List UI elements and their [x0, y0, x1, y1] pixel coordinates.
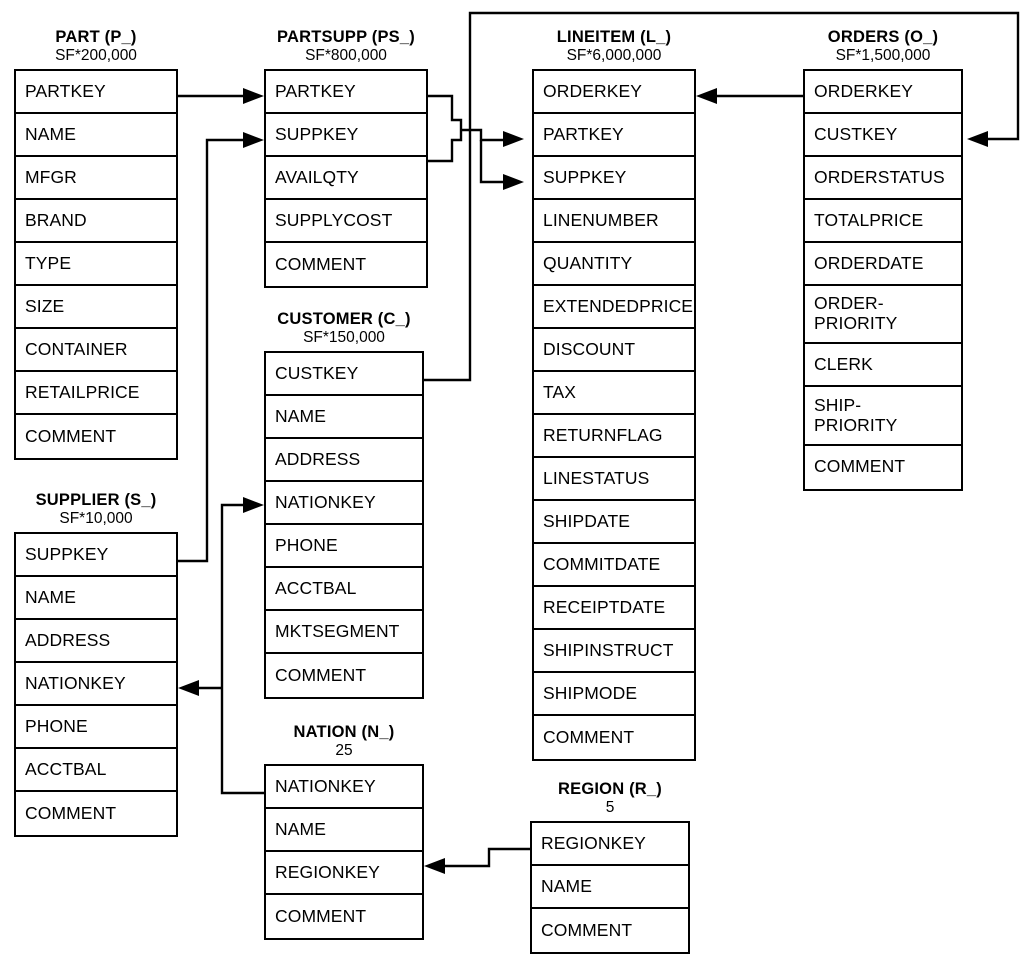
column-row: PARTKEY [266, 71, 426, 114]
column-row: CUSTKEY [266, 353, 422, 396]
column-row: ORDERSTATUS [805, 157, 961, 200]
link-supplier-partsupp [178, 132, 264, 563]
column-row: BRAND [16, 200, 176, 243]
column-row: SUPPKEY [266, 114, 426, 157]
table-title-orders: ORDERS (O_) [827, 28, 939, 46]
column-row: COMMENT [25, 802, 117, 823]
table-cardinality-orders: SF*1,500,000 [835, 47, 931, 65]
column-row: SUPPKEY [16, 534, 176, 577]
column-row: NAME [266, 809, 422, 852]
column-row: ORDERDATE [805, 243, 961, 286]
column-row: CUSTKEY [805, 114, 961, 157]
column-row: REGIONKEY [266, 852, 422, 895]
column-row: EXTENDEDPRICE [534, 286, 694, 329]
column-row: ORDERKEY [534, 71, 694, 114]
column-row: TYPE [16, 243, 176, 286]
table-cardinality-customer: SF*150,000 [303, 329, 385, 347]
link-part-partsupp [178, 88, 264, 104]
column-row: SUPPLYCOST [266, 200, 426, 243]
table-title-lineitem: LINEITEM (L_) [556, 28, 672, 46]
table-cardinality-region: 5 [605, 799, 615, 817]
table-title-region: REGION (R_) [558, 780, 662, 798]
column-row: ORDER- PRIORITY [805, 286, 961, 345]
column-row: PHONE [266, 525, 422, 568]
column-row: ACCTBAL [266, 568, 422, 611]
column-row: PARTKEY [534, 114, 694, 157]
table-cardinality-nation: 25 [335, 742, 353, 760]
column-row: COMMENT [275, 905, 367, 926]
column-row: SHIP- PRIORITY [805, 387, 961, 446]
column-row: COMMENT [275, 253, 367, 274]
column-row: COMMENT [814, 456, 906, 477]
column-row: COMMENT [543, 726, 635, 747]
column-row: TOTALPRICE [805, 200, 961, 243]
column-row: PARTKEY [16, 71, 176, 114]
column-row: SIZE [16, 286, 176, 329]
link-partsupp-lineitem [428, 94, 524, 190]
column-row: NATIONKEY [266, 766, 422, 809]
column-row: SHIPDATE [534, 501, 694, 544]
column-row: MFGR [16, 157, 176, 200]
column-row: SHIPINSTRUCT [534, 630, 694, 673]
column-row: NAME [532, 866, 688, 909]
table-cardinality-partsupp: SF*800,000 [305, 47, 387, 65]
column-row: ACCTBAL [16, 749, 176, 792]
column-row: RETAILPRICE [16, 372, 176, 415]
column-row: NATIONKEY [266, 482, 422, 525]
column-row: NAME [16, 114, 176, 157]
column-row: RECEIPTDATE [534, 587, 694, 630]
table-cardinality-supplier: SF*10,000 [59, 510, 133, 528]
column-row: CONTAINER [16, 329, 176, 372]
link-region-nation [424, 847, 530, 874]
column-row: COMMENT [25, 425, 117, 446]
column-row: LINESTATUS [534, 458, 694, 501]
table-title-nation: NATION (N_) [293, 723, 395, 741]
column-row: NATIONKEY [16, 663, 176, 706]
column-row: ORDERKEY [805, 71, 961, 114]
column-row: TAX [534, 372, 694, 415]
column-row: REGIONKEY [532, 823, 688, 866]
column-row: CLERK [805, 344, 961, 388]
column-row: QUANTITY [534, 243, 694, 286]
column-row: SHIPMODE [534, 673, 694, 716]
column-row: ADDRESS [16, 620, 176, 663]
link-orders-lineitem [696, 88, 803, 104]
table-title-customer: CUSTOMER (C_) [277, 310, 411, 328]
column-row: NAME [16, 577, 176, 620]
table-title-part: PART (P_) [55, 28, 137, 46]
column-row: RETURNFLAG [534, 415, 694, 458]
column-row: MKTSEGMENT [266, 611, 422, 654]
table-cardinality-lineitem: SF*6,000,000 [566, 47, 662, 65]
column-row: SUPPKEY [534, 157, 694, 200]
link-nation-customer-supplier [178, 497, 264, 795]
column-row: ADDRESS [266, 439, 422, 482]
table-title-partsupp: PARTSUPP (PS_) [277, 28, 415, 46]
column-row: PHONE [16, 706, 176, 749]
column-row: NAME [266, 396, 422, 439]
column-row: AVAILQTY [266, 157, 426, 200]
table-title-supplier: SUPPLIER (S_) [35, 491, 157, 509]
column-row: COMMENT [275, 664, 367, 685]
table-cardinality-part: SF*200,000 [55, 47, 137, 65]
column-row: DISCOUNT [534, 329, 694, 372]
column-row: LINENUMBER [534, 200, 694, 243]
column-row: COMMENT [541, 919, 633, 940]
column-row: COMMITDATE [534, 544, 694, 587]
